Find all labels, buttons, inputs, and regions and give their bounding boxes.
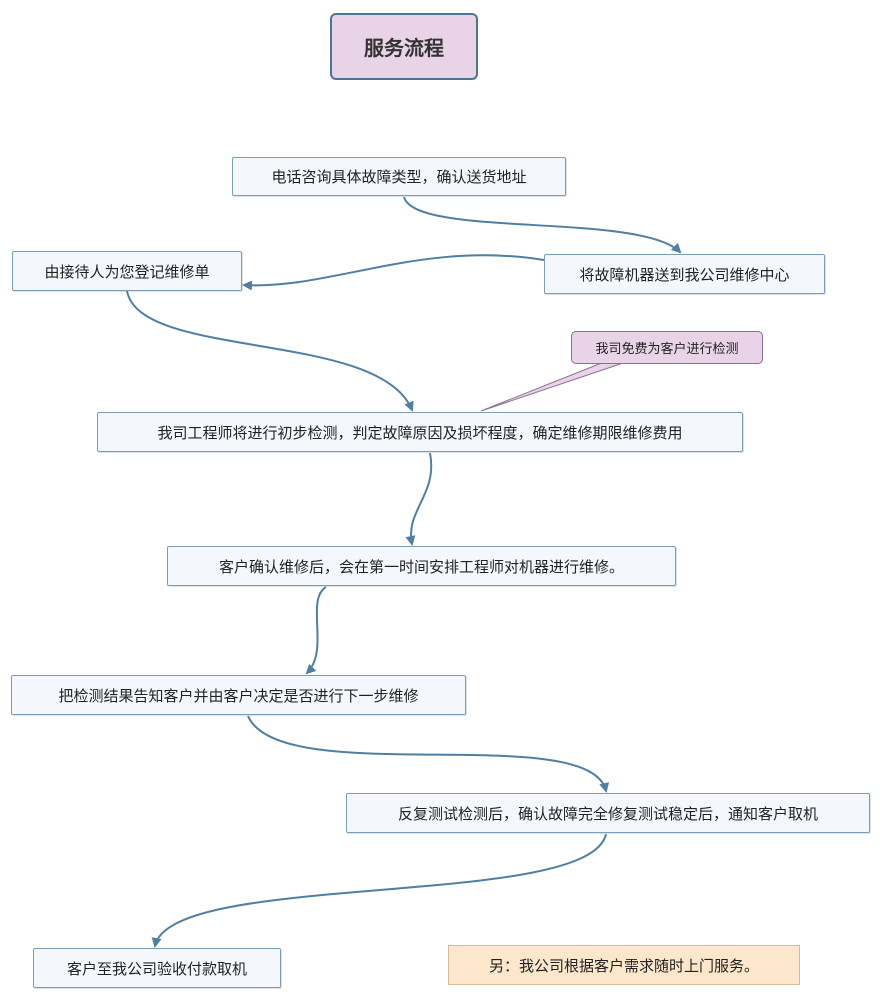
onsite-service-note: 另：我公司根据客户需求随时上门服务。 xyxy=(448,945,800,985)
step-8-pickup: 客户至我公司验收付款取机 xyxy=(33,948,281,988)
step-6-inform-customer: 把检测结果告知客户并由客户决定是否进行下一步维修 xyxy=(11,675,466,715)
connector-5-6 xyxy=(305,586,327,675)
step-3-register-repair: 由接待人为您登记维修单 xyxy=(12,251,242,291)
connector-3-4 xyxy=(126,290,414,412)
step-7-test-and-notify: 反复测试检测后，确认故障完全修复测试稳定后，通知客户取机 xyxy=(346,793,870,833)
step-2-send-to-center: 将故障机器送到我公司维修中心 xyxy=(544,254,825,294)
connector-2-3 xyxy=(242,254,545,291)
connector-7-8 xyxy=(151,833,607,948)
step-5-confirm-repair: 客户确认维修后，会在第一时间安排工程师对机器进行维修。 xyxy=(167,546,676,586)
callout-pointer xyxy=(480,361,627,412)
step-4-initial-inspection: 我司工程师将进行初步检测，判定故障原因及损坏程度，确定维修期限维修费用 xyxy=(97,412,743,452)
step-1-phone-consult: 电话咨询具体故障类型，确认送货地址 xyxy=(232,157,566,196)
connector-6-7 xyxy=(247,715,610,793)
connector-4-5 xyxy=(405,452,433,546)
connector-1-2 xyxy=(403,196,682,254)
free-inspection-callout: 我司免费为客户进行检测 xyxy=(571,331,763,364)
diagram-title: 服务流程 xyxy=(330,13,478,80)
